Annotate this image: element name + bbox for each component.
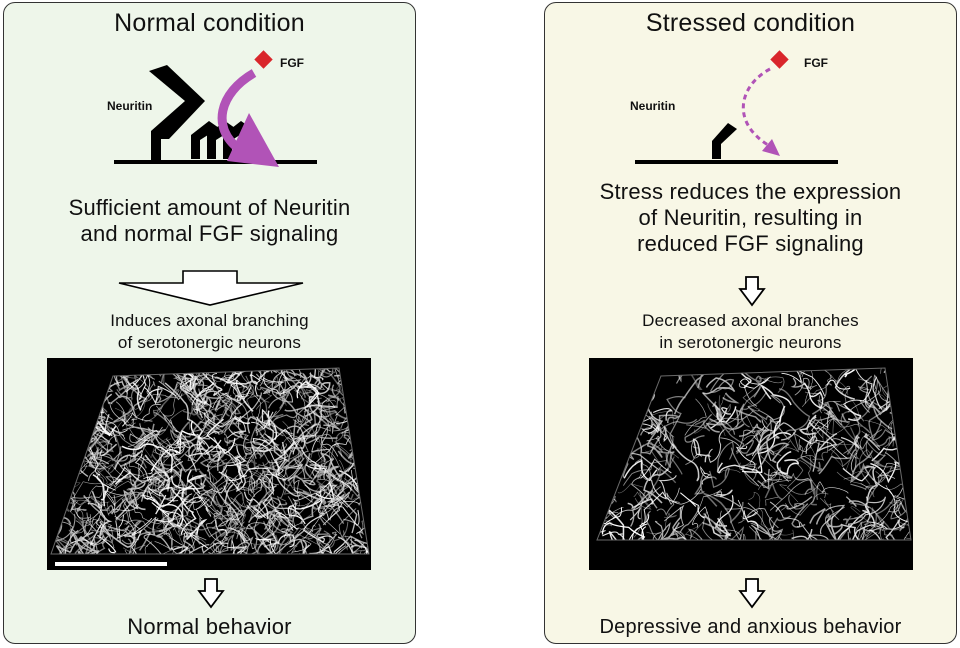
small-hollow-down-arrow (197, 578, 225, 609)
stressed-description-line3: reduced FGF signaling (637, 231, 864, 256)
volume-outline (50, 367, 370, 555)
stressed-condition-title: Stressed condition (645, 9, 856, 37)
stressed-description-line2: of Neuritin, resulting in (638, 205, 863, 230)
stressed-description: Stress reduces the expression of Neuriti… (545, 179, 956, 257)
normal-condition-title: Normal condition (114, 9, 305, 37)
normal-description: Sufficient amount of Neuritin and normal… (4, 195, 415, 247)
fgf-label: FGF (280, 56, 304, 70)
fgf-diamond-marker (254, 50, 273, 69)
stressed-effect-line2: in serotonergic neurons (659, 333, 842, 352)
normal-signaling-diagram (114, 50, 317, 167)
neuritin-label: Neuritin (630, 99, 676, 113)
fgf-arrowhead (227, 113, 279, 167)
stressed-description-line1: Stress reduces the expression (599, 179, 902, 204)
large-hollow-down-arrow (118, 270, 304, 306)
axon-fiber-texture (51, 368, 369, 554)
normal-effect: Induces axonal branching of serotonergic… (4, 310, 415, 354)
normal-condition-panel: Normal condition FGF Neuritin Sufficient… (3, 2, 416, 644)
stressed-signaling-diagram (635, 50, 838, 164)
fgf-diamond-marker (770, 50, 789, 69)
fgf-dashed-arrow (741, 67, 771, 147)
neuritin-chevron-small-1 (191, 121, 219, 159)
neuritin-label: Neuritin (107, 99, 153, 113)
neuritin-chevron-reduced (712, 123, 737, 159)
neuritin-chevron-large (149, 65, 205, 161)
normal-description-line2: and normal FGF signaling (80, 221, 339, 246)
volume-outline (596, 367, 912, 541)
scale-bar (55, 562, 167, 566)
axon-fiber-texture (597, 368, 911, 540)
fgf-arrowhead-small (762, 139, 780, 156)
fgf-signaling-arrow (217, 69, 257, 153)
small-hollow-down-arrow-bottom (738, 578, 766, 609)
stressed-effect-line1: Decreased axonal branches (642, 311, 859, 330)
normal-effect-line2: of serotonergic neurons (117, 333, 302, 352)
normal-effect-line1: Induces axonal branching (110, 311, 309, 330)
stressed-outcome: Depressive and anxious behavior (599, 616, 902, 638)
stressed-condition-panel: Stressed condition FGF Neuritin Stress r… (544, 2, 957, 644)
normal-outcome: Normal behavior (127, 614, 292, 639)
normal-description-line1: Sufficient amount of Neuritin (68, 195, 351, 220)
small-hollow-down-arrow (738, 276, 766, 307)
fgf-label: FGF (804, 56, 828, 70)
dense-axon-micrograph (47, 358, 371, 570)
stressed-effect: Decreased axonal branches in serotonergi… (545, 310, 956, 354)
sparse-axon-micrograph (589, 358, 913, 570)
